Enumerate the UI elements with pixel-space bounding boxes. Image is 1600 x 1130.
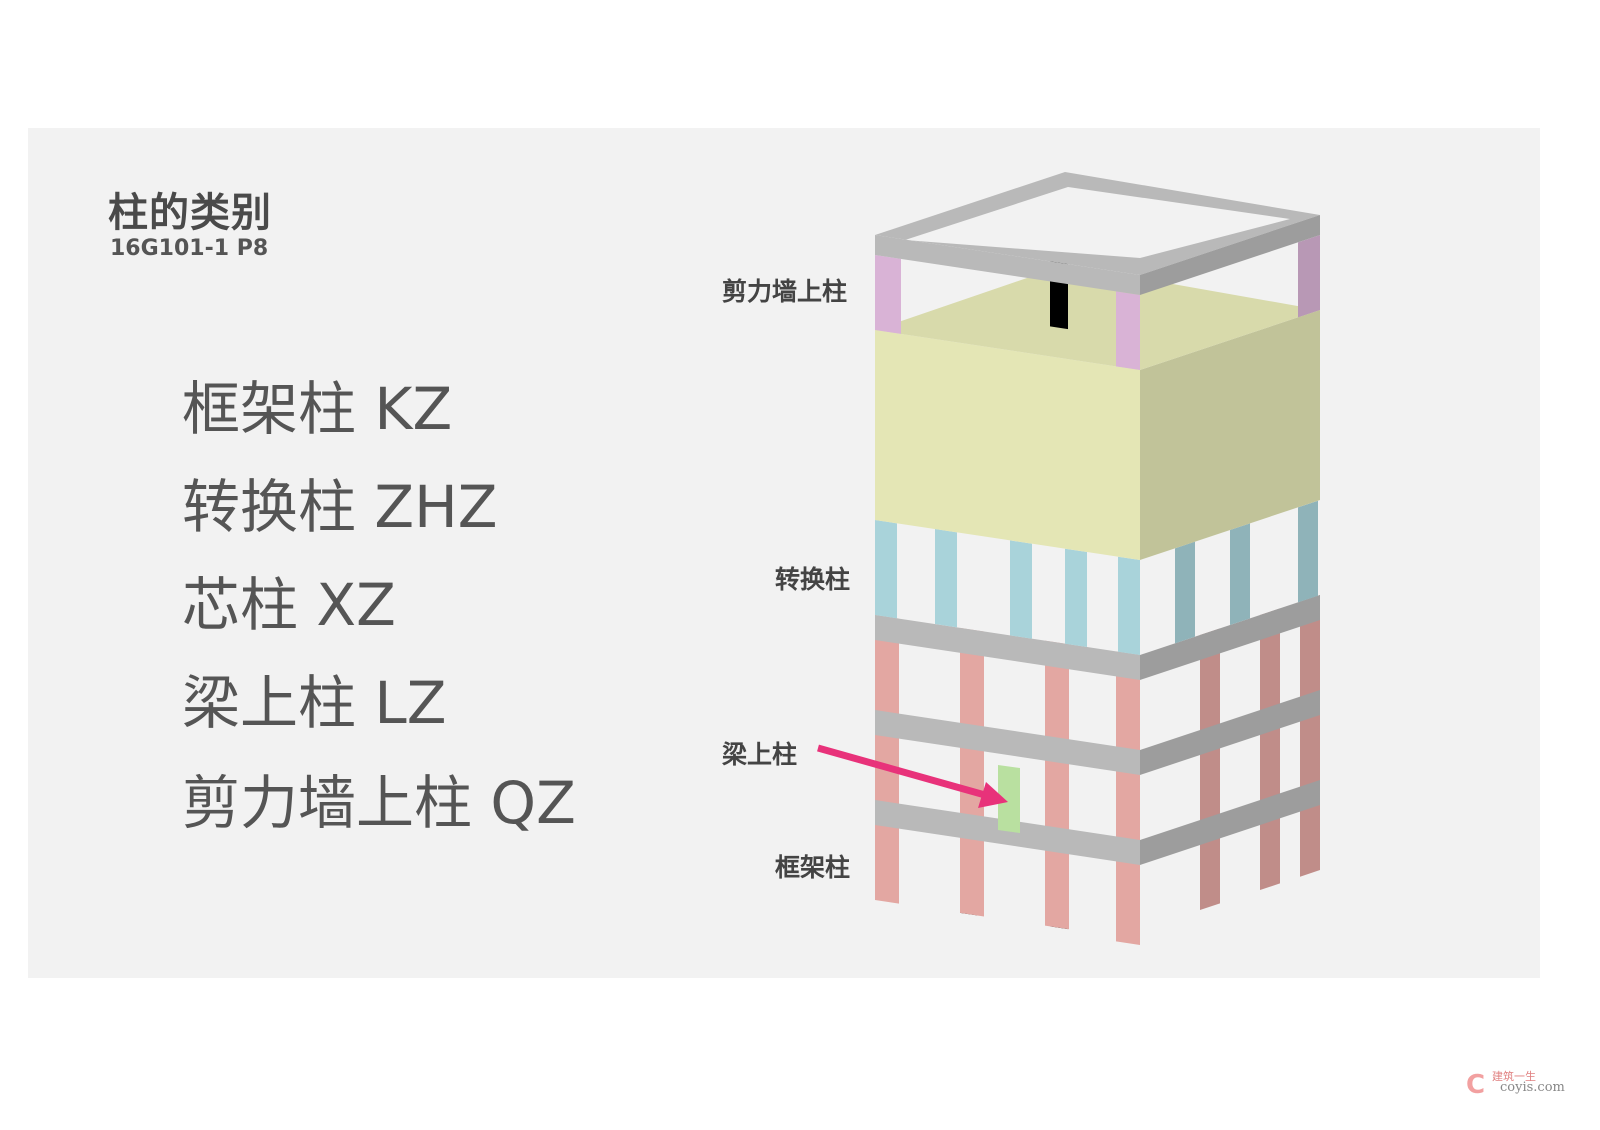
wall-column-qz xyxy=(1298,235,1320,318)
floor-beam xyxy=(875,615,1140,680)
slide-panel xyxy=(28,128,1540,978)
shear-wall xyxy=(875,330,1140,560)
watermark-cn: 建筑一生 xyxy=(1492,1070,1536,1083)
label-lz: 梁上柱 xyxy=(722,740,798,769)
floor-beam xyxy=(875,800,1140,865)
slide-subtitle: 16G101-1 P8 xyxy=(110,236,269,261)
wall-column-qz xyxy=(1116,291,1140,371)
frame-column xyxy=(1200,628,1220,911)
shear-wall xyxy=(1140,310,1320,560)
transfer-column xyxy=(935,529,957,628)
wall-column-qz xyxy=(875,255,901,334)
slide-title: 柱的类别 xyxy=(108,190,272,236)
label-qz: 剪力墙上柱 xyxy=(722,277,848,306)
transfer-column xyxy=(1298,500,1318,603)
transfer-column xyxy=(1118,556,1140,656)
floor-beam xyxy=(875,710,1140,775)
top-beam xyxy=(875,235,1140,295)
frame-column xyxy=(1045,640,1069,930)
column-type-kz: 框架柱 KZ xyxy=(182,375,453,443)
top-beam-opening xyxy=(905,187,1290,258)
floor-beam xyxy=(1140,780,1320,865)
floor-beam xyxy=(1140,595,1320,680)
transfer-column xyxy=(875,520,897,619)
frame-column xyxy=(960,627,984,917)
top-beam xyxy=(1140,215,1320,295)
column-type-xz: 芯柱 XZ xyxy=(182,571,396,639)
column-type-qz: 剪力墙上柱 QZ xyxy=(182,769,576,837)
label-kz: 框架柱 xyxy=(775,853,851,882)
shear-wall-top xyxy=(875,265,1320,370)
transfer-column xyxy=(1065,548,1087,648)
watermark-logo-icon: C xyxy=(1466,1070,1486,1100)
column-type-zhz: 转换柱 ZHZ xyxy=(182,473,498,541)
arrow-line xyxy=(817,744,986,799)
frame-column xyxy=(1116,651,1140,946)
frame-column xyxy=(1260,608,1280,891)
transfer-column xyxy=(1010,540,1032,639)
transfer-column xyxy=(1175,541,1195,644)
watermark-url: coyis.com xyxy=(1500,1080,1565,1095)
frame-column xyxy=(1300,595,1320,877)
transfer-column xyxy=(1230,523,1250,626)
column-type-lz: 梁上柱 LZ xyxy=(182,669,447,737)
floor-beam xyxy=(1140,690,1320,775)
frame-column xyxy=(875,615,899,904)
arrow-head-icon xyxy=(978,782,1008,808)
label-zhz: 转换柱 xyxy=(775,565,851,594)
beam-column-lz xyxy=(998,765,1020,833)
